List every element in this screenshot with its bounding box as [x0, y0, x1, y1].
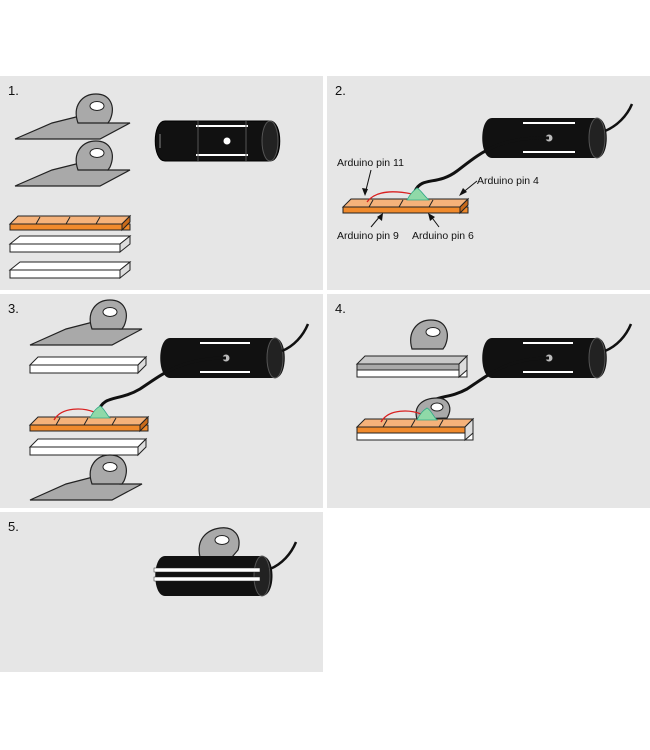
step-number: 3. — [8, 301, 19, 316]
tail-cable — [281, 323, 310, 353]
step-5-illustration — [153, 527, 298, 597]
step-2-illustration: Arduino pin 11 Arduino pin 4 Arduino pin… — [337, 103, 634, 242]
metal-clip — [14, 93, 131, 140]
label-pin6: Arduino pin 6 — [412, 213, 474, 242]
label-pin9: Arduino pin 9 — [337, 213, 399, 242]
step-5-panel: 5. — [0, 512, 323, 672]
white-strip — [28, 355, 148, 375]
metal-clip — [29, 299, 143, 346]
metal-clip — [355, 319, 469, 371]
black-tube — [154, 120, 281, 162]
solder-joint — [89, 405, 111, 419]
assembled-tube — [153, 555, 273, 597]
white-strip — [356, 354, 468, 379]
step-number: 5. — [8, 519, 19, 534]
red-wire — [53, 408, 95, 421]
pin9-label: Arduino pin 9 — [337, 230, 399, 242]
sensor-cable — [96, 356, 227, 413]
solder-joint — [416, 407, 438, 421]
red-wire — [380, 410, 422, 423]
sensor-strip — [8, 214, 132, 232]
white-strip — [356, 417, 474, 442]
metal-clip — [198, 527, 240, 558]
pin6-label: Arduino pin 6 — [412, 230, 474, 242]
tail-cable — [604, 323, 633, 353]
white-strip — [28, 437, 148, 457]
step-3-panel: 3. — [0, 294, 323, 508]
label-pin11: Arduino pin 11 — [337, 157, 404, 196]
step-1-illustration — [8, 93, 281, 280]
sensor-strip — [355, 418, 475, 434]
step-4-panel: 4. — [327, 294, 650, 508]
label-pin4: Arduino pin 4 — [459, 175, 539, 196]
white-strip — [8, 260, 132, 280]
step-number: 4. — [335, 301, 346, 316]
red-wire — [366, 191, 413, 203]
step-1-panel: 1. — [0, 76, 323, 290]
sensor-cable — [413, 136, 550, 192]
step-3-illustration — [28, 299, 310, 501]
metal-clip — [14, 140, 131, 187]
step-number: 2. — [335, 83, 346, 98]
solder-joint — [406, 187, 431, 201]
pin11-label: Arduino pin 11 — [337, 157, 404, 169]
pin4-label: Arduino pin 4 — [477, 175, 539, 187]
metal-clip — [29, 454, 143, 501]
white-strip — [8, 234, 132, 254]
tail-cable — [604, 103, 634, 133]
step-2-panel: 2. Arduino pin 11 — [327, 76, 650, 290]
step-4-illustration — [355, 319, 633, 442]
sensor-strip — [341, 197, 470, 215]
sensor-strip — [28, 415, 150, 433]
step-number: 1. — [8, 83, 19, 98]
tail-cable — [269, 541, 298, 571]
